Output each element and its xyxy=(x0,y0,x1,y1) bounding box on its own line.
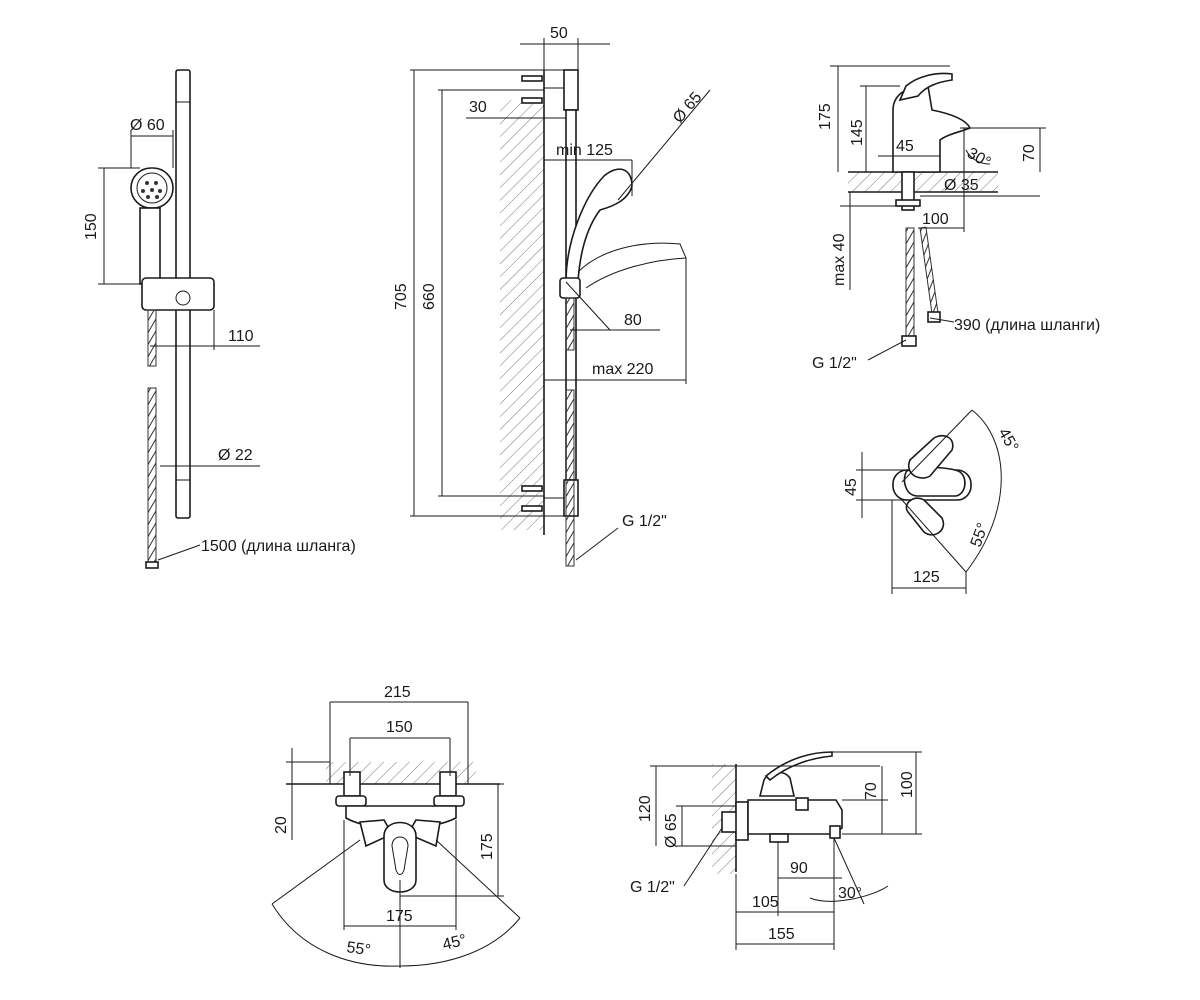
dim-basin-height-total: 175 xyxy=(817,103,834,130)
dim-total-height: 705 xyxy=(393,283,410,310)
dim-basin-base: 45 xyxy=(896,138,914,155)
dim-bath-height: 175 xyxy=(479,833,496,860)
shower-holder xyxy=(141,277,215,311)
dim-lever-angle-left: 55° xyxy=(968,521,992,550)
dim-basin-thickness: max 40 xyxy=(831,233,848,286)
dim-bath-side-reach-total: 155 xyxy=(768,926,795,943)
dim-bath-side-reach-spout: 105 xyxy=(752,894,779,911)
basin-mixer-body xyxy=(892,85,972,173)
dim-bath-side-height-total: 120 xyxy=(637,795,654,822)
dim-wall-offset: 50 xyxy=(550,25,568,42)
dim-min-projection: min 125 xyxy=(556,142,613,159)
shower-side-view: 50 30 705 660 min 125 Ø 65 80 max 220 G … xyxy=(393,25,711,567)
shower-hose xyxy=(147,309,157,367)
dim-bath-lower-width: 175 xyxy=(386,908,413,925)
dim-basin-hose: 390 (длина шланги) xyxy=(954,317,1100,334)
dim-bath-centers: 150 xyxy=(386,719,413,736)
dim-basin-reach: 100 xyxy=(922,211,949,228)
dim-thread-side: G 1/2" xyxy=(622,513,667,530)
side-rail xyxy=(563,69,579,111)
bath-mixer-front-view: 215 150 20 175 175 55° 45° xyxy=(271,684,521,968)
basin-lever xyxy=(898,72,953,102)
dim-lever-depth: 45 xyxy=(843,478,860,496)
basin-mixer-view: 175 145 70 45 30° Ø 35 100 max 40 390 (д… xyxy=(812,65,1100,372)
dim-bath-width-total: 215 xyxy=(384,684,411,701)
dim-bath-side-height-body: 70 xyxy=(863,782,880,800)
dim-bath-angle-right: 45° xyxy=(441,932,469,954)
dim-bracket: 30 xyxy=(469,99,487,116)
dim-lever-width: 125 xyxy=(913,569,940,586)
dim-bath-side-thread: G 1/2" xyxy=(630,879,675,896)
dim-rail-diameter: Ø 22 xyxy=(218,447,253,464)
dim-hose-length: 1500 (длина шланга) xyxy=(201,538,356,555)
dim-max-projection: max 220 xyxy=(592,361,653,378)
dim-basin-height-spout: 145 xyxy=(849,119,866,146)
lever-top-view: 45° 55° 45 125 xyxy=(843,409,1022,594)
dim-bath-side-angle: 30° xyxy=(838,885,862,902)
dim-bath-wall-gap: 20 xyxy=(273,816,290,834)
dim-bath-side-spout-offset: 90 xyxy=(790,860,808,877)
dim-bath-side-height-lever: 100 xyxy=(899,771,916,798)
dim-basin-thread: G 1/2" xyxy=(812,355,857,372)
dim-basin-spout-height: 70 xyxy=(1021,144,1038,162)
countertop-hatch xyxy=(848,172,998,192)
dim-rail-length: 660 xyxy=(421,283,438,310)
dim-head-diameter-side: Ø 65 xyxy=(670,89,705,127)
wall-hatch xyxy=(500,100,544,530)
dim-head-height: 150 xyxy=(83,213,100,240)
lever-position-left xyxy=(905,497,945,536)
dim-basin-hole: Ø 35 xyxy=(944,177,979,194)
bath-side-body xyxy=(747,799,843,835)
dim-holder-offset: 110 xyxy=(228,328,254,345)
dim-lever-angle-right: 45° xyxy=(995,426,1022,455)
dim-holder-depth: 80 xyxy=(624,312,642,329)
bath-wall-hatch xyxy=(326,762,476,784)
dim-bath-side-eccentric: Ø 65 xyxy=(663,813,680,848)
bath-lever-front xyxy=(383,821,417,893)
dim-basin-angle: 30° xyxy=(964,145,993,172)
bath-mixer-side-view: 120 Ø 65 G 1/2" 100 70 90 30° 105 155 xyxy=(630,751,922,950)
dim-bath-angle-left: 55° xyxy=(345,939,371,959)
shower-set-front-view: Ø 60 150 110 Ø 22 1500 (длина шланга) xyxy=(83,69,356,569)
dim-head-diameter: Ø 60 xyxy=(130,117,165,134)
lever-position-right xyxy=(907,434,954,479)
